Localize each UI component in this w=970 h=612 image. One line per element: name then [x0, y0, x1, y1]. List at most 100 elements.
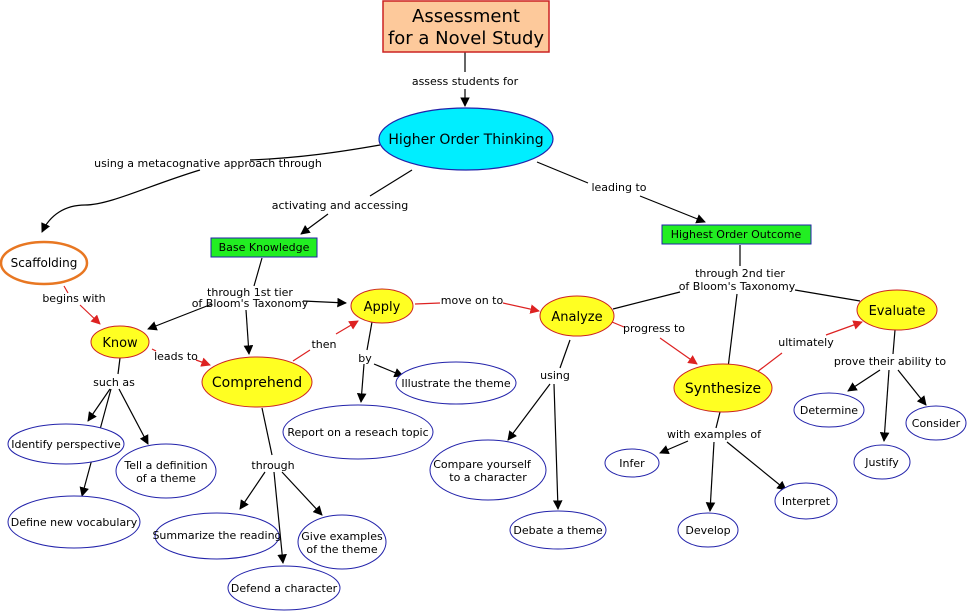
illustrate-node: Illustrate the theme — [395, 361, 517, 405]
edge-by-illustrate — [373, 363, 404, 378]
compare-line1: Compare yourself — [433, 458, 532, 471]
edge-synthesize-ultimately — [756, 352, 783, 373]
highest-label: Highest Order Outcome — [671, 228, 802, 241]
justify-node: Justify — [853, 444, 911, 480]
report-node: Report on a reseach topic — [282, 404, 434, 460]
tell-definition-ellipse — [115, 443, 217, 499]
base-label: Base Knowledge — [219, 241, 310, 254]
edge-analyze-progress — [611, 321, 625, 328]
edge-through-give — [281, 471, 323, 516]
edge-tier1-know — [147, 303, 213, 331]
analyze-node: Analyze — [539, 295, 615, 337]
know-node: Know — [90, 325, 150, 359]
compare-node: Compare yourself to a character — [429, 439, 547, 501]
edge-moveon-analyze — [502, 302, 540, 314]
analyze-label: Analyze — [551, 310, 602, 325]
give-examples-ellipse — [297, 514, 387, 570]
edges — [41, 52, 927, 564]
highest-box — [661, 224, 812, 245]
label-leading: leading to — [591, 181, 646, 194]
edge-labels: assess students for using a metacognativ… — [42, 75, 946, 472]
analyze-ellipse — [539, 295, 615, 337]
edge-tier2-synthesize — [727, 293, 738, 369]
know-label: Know — [102, 336, 138, 351]
summarize-label: Summarize the reading — [152, 529, 281, 542]
justify-ellipse — [853, 444, 911, 480]
edge-prove-determine — [847, 369, 881, 392]
label-ultimately: ultimately — [778, 336, 834, 349]
develop-node: Develop — [677, 512, 739, 548]
edge-tier2-evaluate — [794, 289, 861, 302]
illustrate-label: Illustrate the theme — [401, 377, 511, 390]
edge-examples-interpret — [726, 441, 787, 491]
label-tier1-line1: through 1st tier — [207, 286, 293, 299]
edge-leading-highest — [639, 195, 706, 224]
edge-then-apply — [335, 320, 359, 335]
edge-comprehend-through — [261, 407, 273, 456]
label-move-on: move on to — [441, 294, 504, 307]
summarize-ellipse — [154, 512, 280, 560]
define-vocab-label: Define new vocabulary — [11, 516, 138, 529]
edge-comprehend-then — [292, 349, 311, 362]
edge-suchas-tell — [118, 388, 149, 445]
base-knowledge-node: Base Knowledge — [210, 237, 318, 258]
consider-label: Consider — [912, 417, 961, 430]
tell-definition-line2: of a theme — [136, 472, 196, 485]
edge-know-leads — [151, 348, 157, 352]
edge-evaluate-prove — [892, 329, 896, 355]
title-line1: Assessment — [412, 6, 520, 27]
label-assess: assess students for — [412, 75, 519, 88]
apply-node: Apply — [350, 288, 414, 324]
summarize-node: Summarize the reading — [152, 512, 282, 560]
label-metacog: using a metacognative approach through — [94, 157, 322, 170]
give-examples-node: Give examples of the theme — [297, 514, 387, 570]
edge-by-report — [356, 363, 367, 403]
compare-line2: to a character — [449, 471, 527, 484]
defend-node: Defend a character — [227, 565, 341, 611]
debate-label: Debate a theme — [513, 524, 603, 537]
highest-outcome-node: Highest Order Outcome — [661, 224, 812, 245]
evaluate-ellipse — [856, 289, 938, 331]
define-vocab-ellipse — [7, 495, 141, 549]
edge-progress-synthesize — [659, 337, 698, 365]
label-through: through — [251, 459, 294, 472]
synthesize-node: Synthesize — [673, 363, 773, 413]
determine-node: Determine — [793, 392, 865, 428]
compare-ellipse — [429, 439, 547, 501]
give-examples-line2: of the theme — [306, 543, 377, 556]
edge-hot-activating — [369, 169, 413, 197]
interpret-ellipse — [774, 482, 838, 520]
interpret-node: Interpret — [774, 482, 838, 520]
synthesize-ellipse — [673, 363, 773, 413]
hot-label: Higher Order Thinking — [388, 132, 543, 148]
edge-through-defend — [273, 471, 287, 564]
scaffolding-ellipse — [0, 240, 89, 286]
label-by: by — [358, 352, 372, 365]
infer-label: Infer — [619, 457, 645, 470]
label-tier2-line2: of Bloom's Taxonomy — [679, 280, 796, 293]
label-such-as: such as — [93, 376, 135, 389]
consider-ellipse — [905, 405, 967, 441]
infer-node: Infer — [604, 448, 660, 478]
tell-definition-node: Tell a definition of a theme — [115, 443, 217, 499]
report-ellipse — [282, 404, 434, 460]
label-leads: leads to — [154, 350, 198, 363]
define-vocab-node: Define new vocabulary — [7, 495, 141, 549]
edge-ultimately-evaluate — [825, 320, 863, 336]
label-tier2-line1: through 2nd tier — [695, 267, 785, 280]
label-using: using — [540, 369, 570, 382]
interpret-label: Interpret — [782, 495, 831, 508]
label-begins: begins with — [42, 292, 105, 305]
synthesize-label: Synthesize — [685, 381, 761, 397]
comprehend-node: Comprehend — [201, 356, 313, 408]
edge-base-tier1 — [253, 257, 263, 287]
debate-node: Debate a theme — [509, 510, 607, 550]
identify-ellipse — [7, 423, 125, 465]
defend-ellipse — [227, 565, 341, 611]
debate-ellipse — [509, 510, 607, 550]
edge-using-debate — [552, 383, 563, 510]
determine-label: Determine — [800, 404, 858, 417]
edge-apply-by — [366, 321, 373, 351]
tell-definition-line1: Tell a definition — [123, 459, 207, 472]
